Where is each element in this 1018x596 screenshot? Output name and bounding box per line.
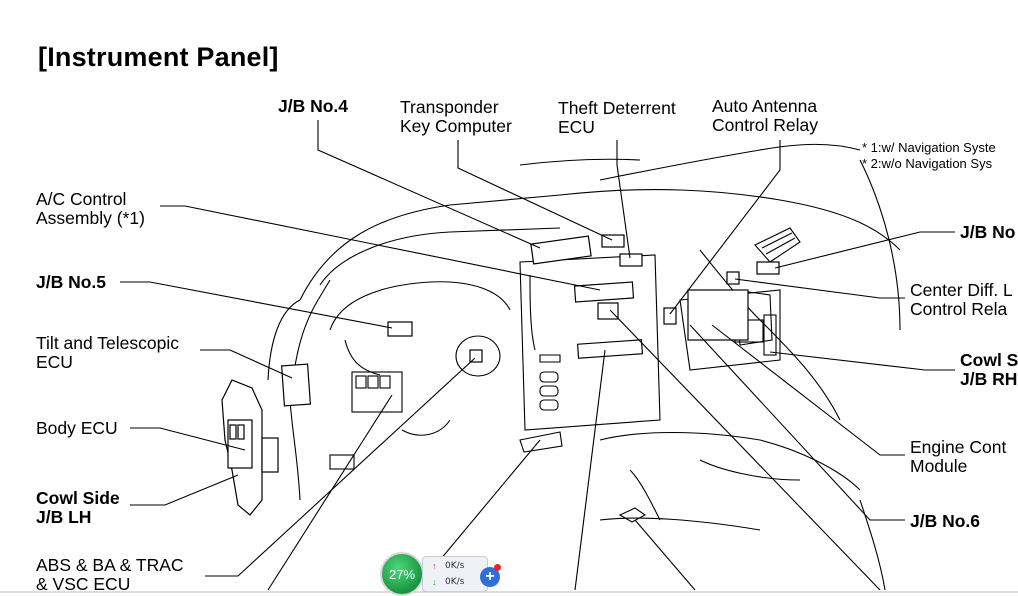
tilt-ecu-box xyxy=(280,363,312,407)
center-stack xyxy=(519,254,661,431)
antenna-relay-box xyxy=(663,307,677,325)
ac-small-box xyxy=(597,302,619,320)
ac-control-box xyxy=(573,281,635,303)
jb-right-box xyxy=(756,261,780,275)
jb4-box xyxy=(530,235,592,265)
label-auto-antenna: Auto Antenna Control Relay xyxy=(712,96,819,135)
label-theft-deterrent: Theft Deterrent ECU xyxy=(558,98,676,137)
jb5-box xyxy=(387,321,413,337)
label-jb4: J/B No.4 xyxy=(278,96,349,116)
download-arrow-icon: ↓ xyxy=(432,577,437,587)
label-abs: ABS & BA & TRAC & VSC ECU xyxy=(36,555,184,594)
gauge-cluster xyxy=(329,281,511,331)
network-speed-widget[interactable]: 27% ↑ 0K/s ↓ 0K/s + xyxy=(380,550,510,596)
label-ac-control: A/C Control Assembly (*1) xyxy=(36,189,145,228)
upload-arrow-icon: ↑ xyxy=(432,561,437,571)
label-tilt-telescopic: Tilt and Telescopic ECU xyxy=(36,333,179,372)
label-jb5: J/B No.5 xyxy=(36,272,107,292)
theft-ecu-box xyxy=(619,253,643,267)
note-navigation-1: * 1:w/ Navigation Syste xyxy=(862,140,996,155)
label-jb-right: J/B No xyxy=(960,222,1016,242)
label-jb6: J/B No.6 xyxy=(910,511,981,531)
body-ecu-side xyxy=(261,437,279,473)
label-cowl-rh: Cowl S J/B RH xyxy=(960,350,1018,389)
engine-module-box xyxy=(687,289,749,341)
label-engine-control: Engine Cont Module xyxy=(910,437,1007,476)
add-icon[interactable]: + xyxy=(480,567,500,587)
center-diff-box xyxy=(726,271,740,285)
page-title: [Instrument Panel] xyxy=(38,42,279,72)
center-lower-box xyxy=(576,339,644,359)
cpu-usage-gauge[interactable]: 27% xyxy=(380,552,424,596)
vent-right xyxy=(754,227,801,263)
small-connector xyxy=(469,349,483,363)
label-cowl-lh: Cowl Side J/B LH xyxy=(36,488,120,527)
notification-dot xyxy=(494,564,501,571)
download-speed: 0K/s xyxy=(445,577,465,587)
note-navigation-2: * 2:w/o Navigation Sys xyxy=(862,156,993,171)
speed-panel: ↑ 0K/s ↓ 0K/s xyxy=(422,556,488,592)
dashboard-outline xyxy=(299,189,901,301)
label-body-ecu: Body ECU xyxy=(36,418,118,438)
label-center-diff: Center Diff. L Control Rela xyxy=(910,280,1013,319)
upload-speed: 0K/s xyxy=(445,561,465,571)
label-transponder: Transponder Key Computer xyxy=(400,97,512,136)
